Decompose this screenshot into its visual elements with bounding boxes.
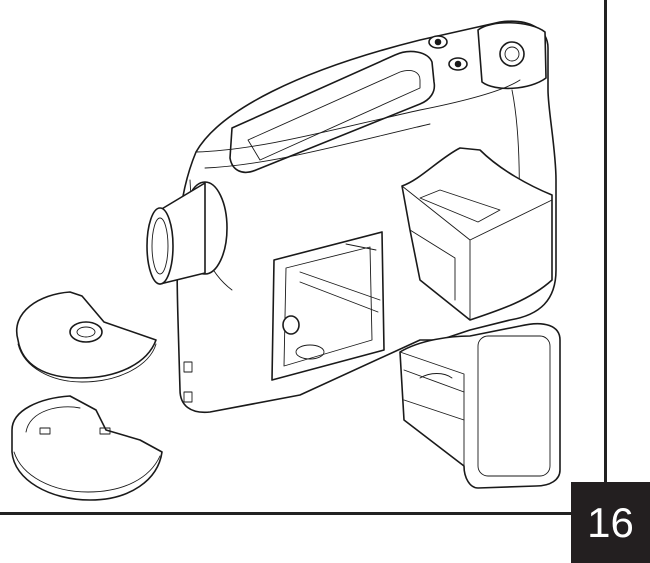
page-number-badge: 16 [571,482,650,563]
bottom-border-rule [0,512,571,515]
drip-tray [11,395,163,501]
water-tank [399,322,561,489]
capsule-container [401,147,553,321]
coffee-machine-illustration [11,20,561,501]
drip-tray-cover [15,291,157,383]
page-number: 16 [587,498,634,546]
right-border-rule [604,0,607,482]
machine-body [146,20,557,414]
